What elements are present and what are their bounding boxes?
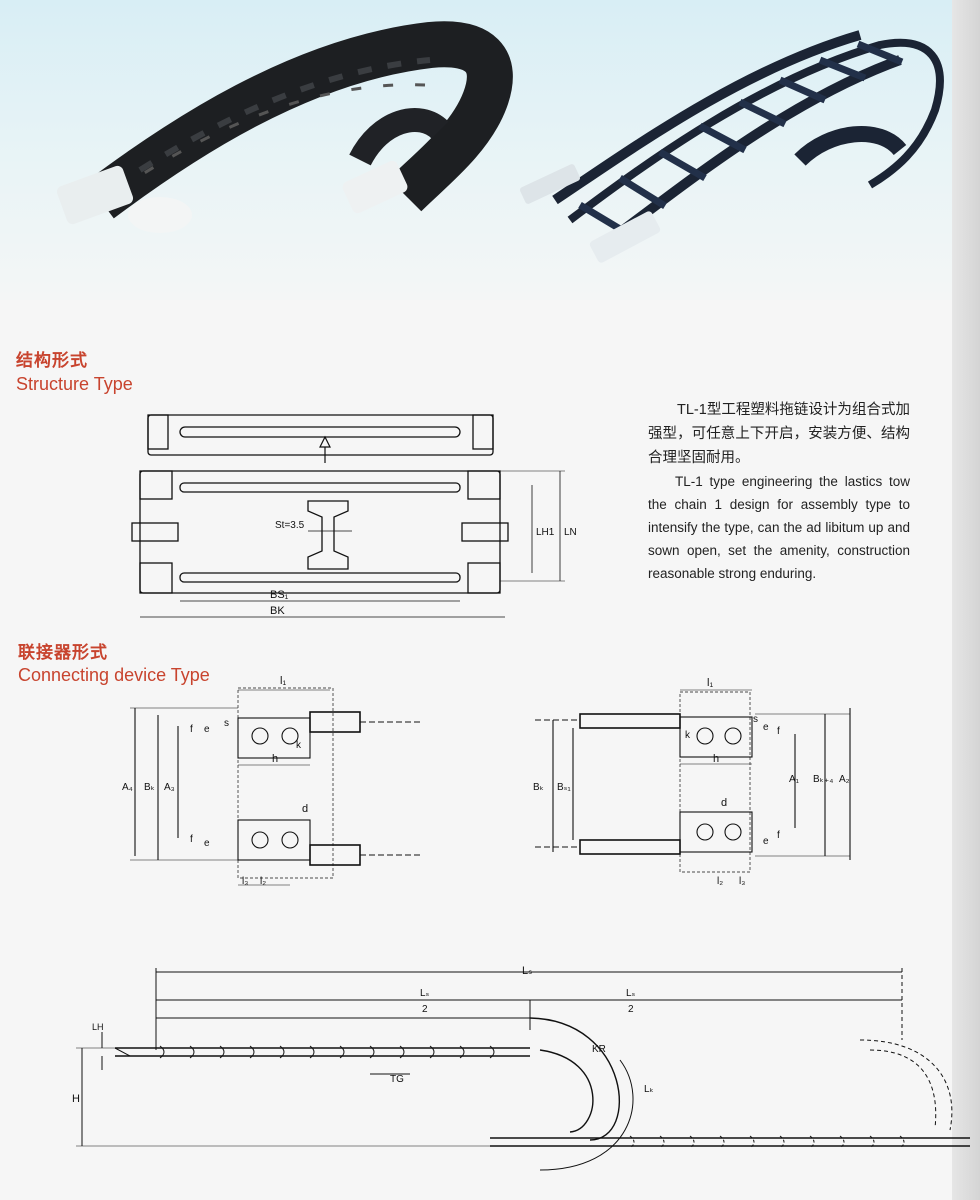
drag-chain-photo: [56, 21, 944, 263]
l1-label-left: l₁: [280, 675, 286, 687]
f-label-right-top: f: [777, 726, 780, 737]
connector-drawing-left: l₁ h d e f s k e f l₂ l₃ A₄ Bₖ A₃: [122, 675, 420, 887]
structure-drawing: St=3.5 BS₁ BK LH1 LN: [131, 414, 577, 618]
ls-label: Lₛ: [522, 965, 532, 977]
a2-label: A₂: [839, 774, 850, 785]
connecting-heading-en: Connecting device Type: [18, 665, 210, 685]
bk-label-left: Bₖ: [144, 782, 155, 793]
e-label-right-top: e: [763, 722, 769, 733]
right-chain-image: [519, 30, 944, 263]
connecting-heading-cn: 联接器形式: [18, 643, 108, 663]
l1-label-right: l₁: [707, 677, 713, 689]
bs1-label: BS₁: [270, 589, 289, 601]
l2-label-left: l₂: [260, 876, 266, 887]
bk-label: BK: [270, 605, 285, 617]
kr-label: KR: [592, 1044, 606, 1055]
e-label-left-top: e: [204, 724, 210, 735]
description-block: TL-1型工程塑料拖链设计为组合式加强型，可任意上下开启，安装方便、结构合理坚固…: [648, 398, 910, 585]
st-label: St=3.5: [275, 520, 305, 531]
l2-label-right: l₂: [717, 876, 723, 887]
h-label-side: H: [72, 1093, 80, 1105]
a1-label: A₁: [789, 774, 800, 785]
product-photo: [0, 0, 980, 300]
ls-half-denominator-right: 2: [628, 1004, 634, 1015]
lh1-label: LH1: [536, 527, 555, 538]
d-label-right: d: [721, 797, 727, 809]
s-label-right: s: [753, 714, 758, 725]
ln-label: LN: [564, 527, 577, 538]
structure-heading-cn: 结构形式: [16, 351, 88, 371]
lk-label: Lₖ: [644, 1084, 654, 1095]
e-label-right-bottom: e: [763, 836, 769, 847]
bs1-label-right: Bₛ₁: [557, 782, 571, 793]
a3-label: A₃: [164, 782, 175, 793]
page-edge: [952, 0, 980, 1200]
bk-label-right: Bₖ: [533, 782, 544, 793]
left-chain-image: [56, 21, 513, 233]
description-en: TL-1 type engineering the lastics tow th…: [648, 474, 910, 581]
h-label-right: h: [713, 753, 719, 765]
ls-half-denominator-left: 2: [422, 1004, 428, 1015]
ls-half-label-right: Lₛ: [626, 988, 636, 999]
lh-label: LH: [92, 1022, 104, 1032]
h-label-left: h: [272, 753, 278, 765]
ls-half-label-left: Lₛ: [420, 988, 430, 999]
description-cn: TL-1型工程塑料拖链设计为组合式加强型，可任意上下开启，安装方便、结构合理坚固…: [648, 402, 910, 466]
tg-label: TG: [390, 1074, 404, 1085]
connector-drawing-right: l₁ h d e f s k e f l₂ l₃ Bₖ Bₛ₁ A₁ Bₖ₊₄ …: [533, 677, 851, 887]
structure-heading-en: Structure Type: [16, 374, 133, 394]
k-label-right: k: [685, 730, 691, 741]
k-label-left: k: [296, 740, 302, 751]
bk4-label: Bₖ₊₄: [813, 774, 833, 785]
d-label-left: d: [302, 803, 308, 815]
l3-label-left: l₃: [242, 876, 248, 887]
a4-label: A₄: [122, 782, 133, 793]
f-label-left-bottom: f: [190, 834, 193, 845]
s-label-left: s: [224, 718, 229, 729]
f-label-left-top: f: [190, 724, 193, 735]
f-label-right-bottom: f: [777, 830, 780, 841]
arrow-head-icon: [319, 435, 331, 448]
l3-label-right: l₃: [739, 876, 745, 887]
chain-side-view: Lₛ Lₛ 2 Lₛ 2 LH H TG KR Lₖ: [72, 965, 970, 1171]
e-label-left-bottom: e: [204, 838, 210, 849]
